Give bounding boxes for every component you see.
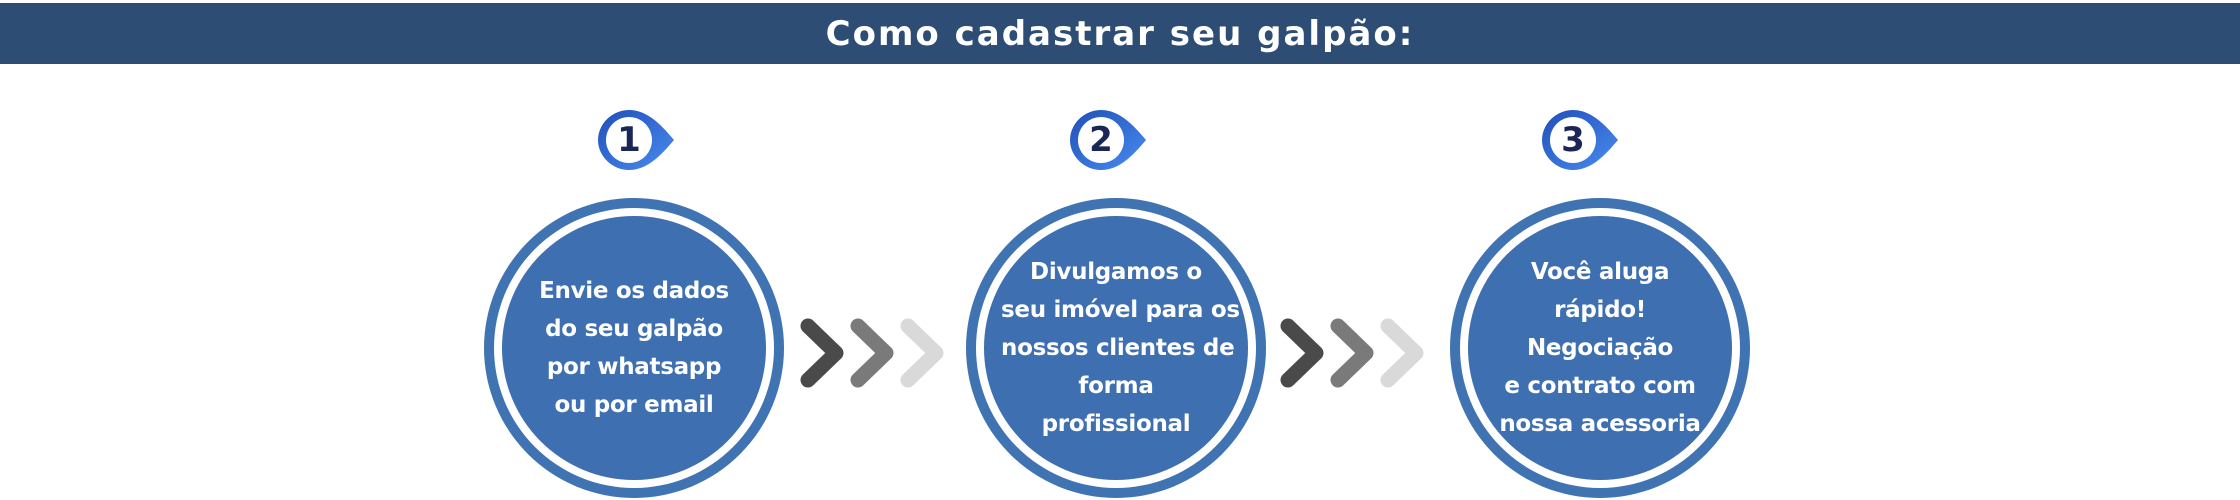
step-text-line: forma bbox=[1078, 373, 1154, 399]
chevron-right-icon bbox=[1330, 318, 1374, 388]
step-number: 3 bbox=[1561, 120, 1585, 160]
step-2-badge: 2 bbox=[1068, 108, 1148, 172]
step-number: 2 bbox=[1089, 120, 1113, 160]
step-1-circle: Envie os dados do seu galpão por whatsap… bbox=[484, 198, 784, 498]
step-2-circle: Divulgamos o seu imóvel para os nossos c… bbox=[966, 198, 1266, 498]
step-text-line: por whatsapp bbox=[546, 354, 722, 380]
step-arrows-1 bbox=[800, 318, 950, 388]
step-badge-icon bbox=[1542, 110, 1618, 170]
step-3-text: Você aluga rápido! Negociação e contrato… bbox=[1485, 253, 1715, 443]
step-1-content: Envie os dados do seu galpão por whatsap… bbox=[502, 216, 766, 480]
step-badge-icon bbox=[1070, 110, 1146, 170]
step-text-line: ou por email bbox=[554, 392, 714, 418]
step-number: 1 bbox=[617, 120, 641, 160]
step-3-content: Você aluga rápido! Negociação e contrato… bbox=[1468, 216, 1732, 480]
step-text-line: nossos clientes de bbox=[1001, 335, 1235, 361]
step-text-line: nossa acessoria bbox=[1499, 411, 1701, 437]
step-3-circle: Você aluga rápido! Negociação e contrato… bbox=[1450, 198, 1750, 498]
step-text-line: Divulgamos o bbox=[1030, 259, 1202, 285]
step-text-line: Envie os dados bbox=[539, 278, 729, 304]
step-1-text: Envie os dados do seu galpão por whatsap… bbox=[519, 272, 749, 424]
step-text-line: rápido! bbox=[1554, 297, 1646, 323]
step-2-text: Divulgamos o seu imóvel para os nossos c… bbox=[1001, 253, 1240, 443]
step-text-line: Você aluga bbox=[1530, 259, 1670, 285]
chevron-right-icon bbox=[1280, 318, 1324, 388]
step-1-badge: 1 bbox=[596, 108, 676, 172]
step-text-line: do seu galpão bbox=[545, 316, 723, 342]
chevron-right-icon bbox=[1380, 318, 1424, 388]
chevron-right-icon bbox=[900, 318, 944, 388]
step-text-line: e contrato com bbox=[1504, 373, 1696, 399]
step-3-badge: 3 bbox=[1540, 108, 1620, 172]
step-text-line: profissional bbox=[1041, 411, 1191, 437]
step-text-line: Negociação bbox=[1526, 335, 1674, 361]
step-arrows-2 bbox=[1280, 318, 1430, 388]
step-badge-icon bbox=[598, 110, 674, 170]
header-banner: Como cadastrar seu galpão: bbox=[0, 3, 2240, 64]
step-2-content: Divulgamos o seu imóvel para os nossos c… bbox=[984, 216, 1248, 480]
chevron-right-icon bbox=[800, 318, 844, 388]
step-text-line: seu imóvel para os bbox=[1001, 297, 1240, 323]
page-title: Como cadastrar seu galpão: bbox=[825, 13, 1415, 54]
chevron-right-icon bbox=[850, 318, 894, 388]
